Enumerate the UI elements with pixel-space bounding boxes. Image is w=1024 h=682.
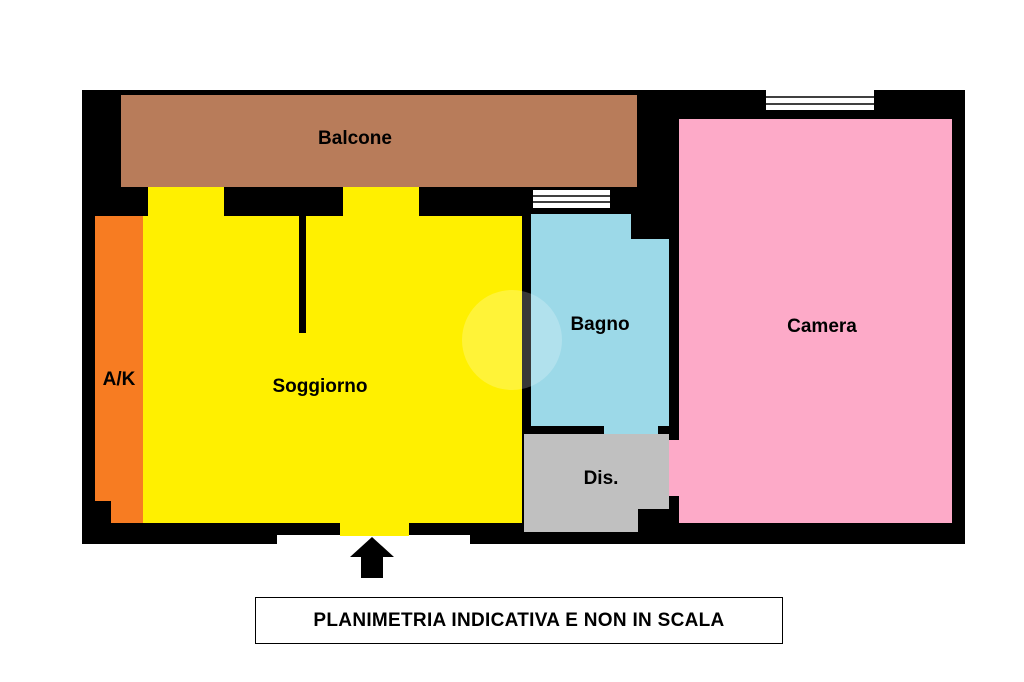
label-camera: Camera: [787, 316, 857, 337]
label-ak: A/K: [103, 369, 136, 390]
label-bagno: Bagno: [570, 314, 629, 335]
room-bagno: [531, 214, 669, 434]
room-ak: [95, 216, 143, 501]
label-soggiorno: Soggiorno: [273, 376, 368, 397]
room-camera: [669, 119, 952, 523]
watermark: [462, 290, 562, 390]
room-balcone: [121, 95, 637, 187]
window-bagno: [533, 190, 610, 208]
window-camera: [766, 90, 874, 110]
label-balcone: Balcone: [318, 128, 392, 149]
caption-box: PLANIMETRIA INDICATIVA E NON IN SCALA: [255, 597, 783, 644]
label-dis: Dis.: [584, 468, 619, 489]
caption-text: PLANIMETRIA INDICATIVA E NON IN SCALA: [313, 609, 725, 631]
room-soggiorno: [143, 187, 522, 536]
up-arrow-icon: [350, 537, 394, 578]
room-dis: [524, 434, 669, 532]
